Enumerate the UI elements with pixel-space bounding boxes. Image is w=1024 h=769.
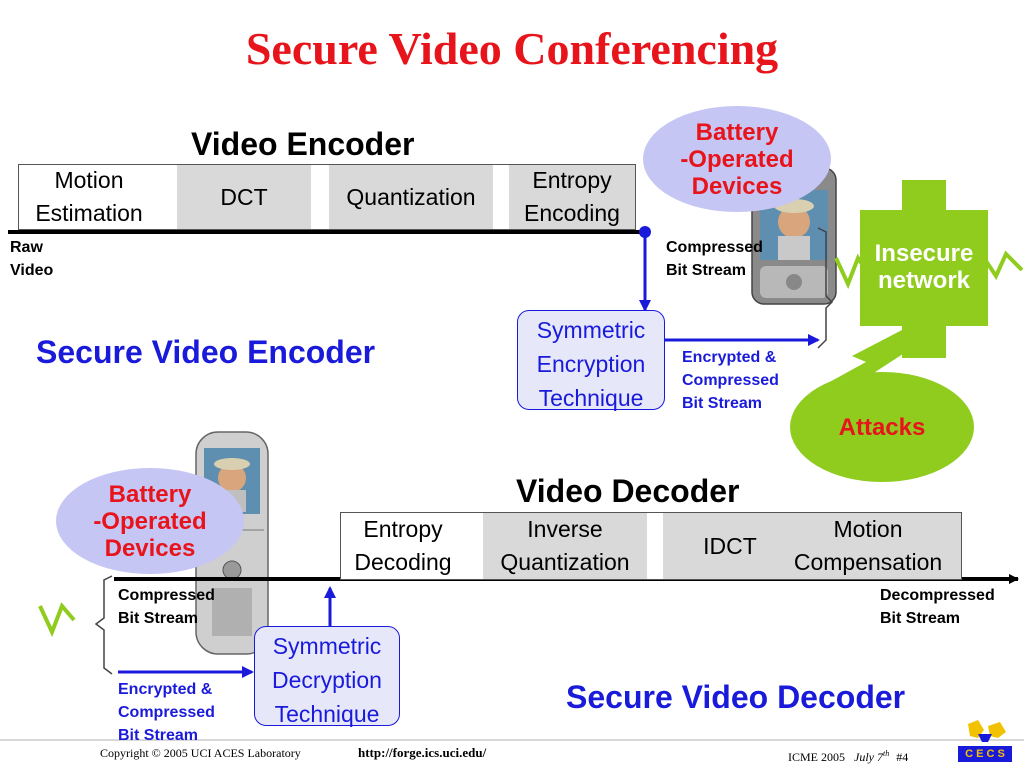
encoder-stage-quantization: Quantization — [329, 165, 493, 229]
secure-decoder-heading: Secure Video Decoder — [566, 679, 906, 715]
footer-meta: ICME 2005 July 7th #4 — [788, 749, 908, 765]
battery-devices-bubble-bottom: Battery -Operated Devices — [56, 468, 244, 574]
decoder-stage-inverse-quantization: Inverse Quantization — [483, 513, 647, 579]
encrypted-stream-label-top: Encrypted & Compressed Bit Stream — [682, 349, 779, 412]
decoder-stage-entropy-decoding: Entropy Decoding — [341, 513, 465, 579]
encoder-stage-dct: DCT — [177, 165, 311, 229]
decompressed-label: Decompressed Bit Stream — [880, 587, 995, 627]
output-brace — [817, 227, 834, 349]
cecs-logo-text: C E C S — [965, 748, 1005, 760]
decoder-compressed-label: Compressed Bit Stream — [118, 587, 215, 627]
footer-conference: ICME 2005 — [788, 750, 845, 764]
battery-devices-bubble-top: Battery -Operated Devices — [643, 106, 831, 212]
encoder-tap-point — [639, 226, 651, 238]
footer-date-suffix: th — [883, 749, 890, 758]
decoder-stage-motion-compensation: Motion Compensation — [775, 513, 961, 579]
cecs-logo-graphic — [958, 720, 1012, 762]
encoder-heading: Video Encoder — [191, 126, 415, 162]
encoder-pipeline: Motion Estimation DCT Quantization Entro… — [18, 164, 636, 230]
footer-copyright: Copyright © 2005 UCI ACES Laboratory — [100, 746, 301, 760]
input-brace — [94, 575, 113, 675]
encryption-box: Symmetric Encryption Technique — [517, 310, 665, 411]
insecure-network-shape — [860, 180, 988, 358]
decoder-stage-idct: IDCT — [663, 513, 797, 579]
cecs-logo: C E C S — [958, 720, 1012, 764]
zigzag-bottom — [38, 602, 76, 638]
encoder-compressed-label: Compressed Bit Stream — [666, 239, 763, 279]
attacks-bubble: Attacks — [790, 372, 974, 482]
encrypted-stream-label-bottom: Encrypted & Compressed Bit Stream — [118, 681, 215, 744]
zigzag-right — [982, 250, 1024, 281]
secure-encoder-heading: Secure Video Encoder — [36, 334, 376, 370]
insecure-network-label: Insecure network — [874, 240, 974, 294]
slide-title: Secure Video Conferencing — [245, 23, 779, 74]
encoder-stage-entropy-encoding: Entropy Encoding — [509, 165, 635, 229]
decoder-heading: Video Decoder — [516, 473, 740, 509]
footer-url[interactable]: http://forge.ics.uci.edu/ — [358, 745, 487, 760]
raw-video-label: Raw Video — [10, 239, 54, 279]
attack-bolt — [818, 330, 906, 408]
smartphone-icon — [751, 167, 837, 305]
decryption-box: Symmetric Decryption Technique — [254, 626, 400, 727]
encoder-stage-motion-estimation: Motion Estimation — [19, 165, 159, 229]
decoder-pipeline: Entropy Decoding Inverse Quantization ID… — [340, 512, 962, 580]
footer-date: July 7 — [854, 750, 883, 764]
footer-slide-number: #4 — [896, 750, 909, 764]
